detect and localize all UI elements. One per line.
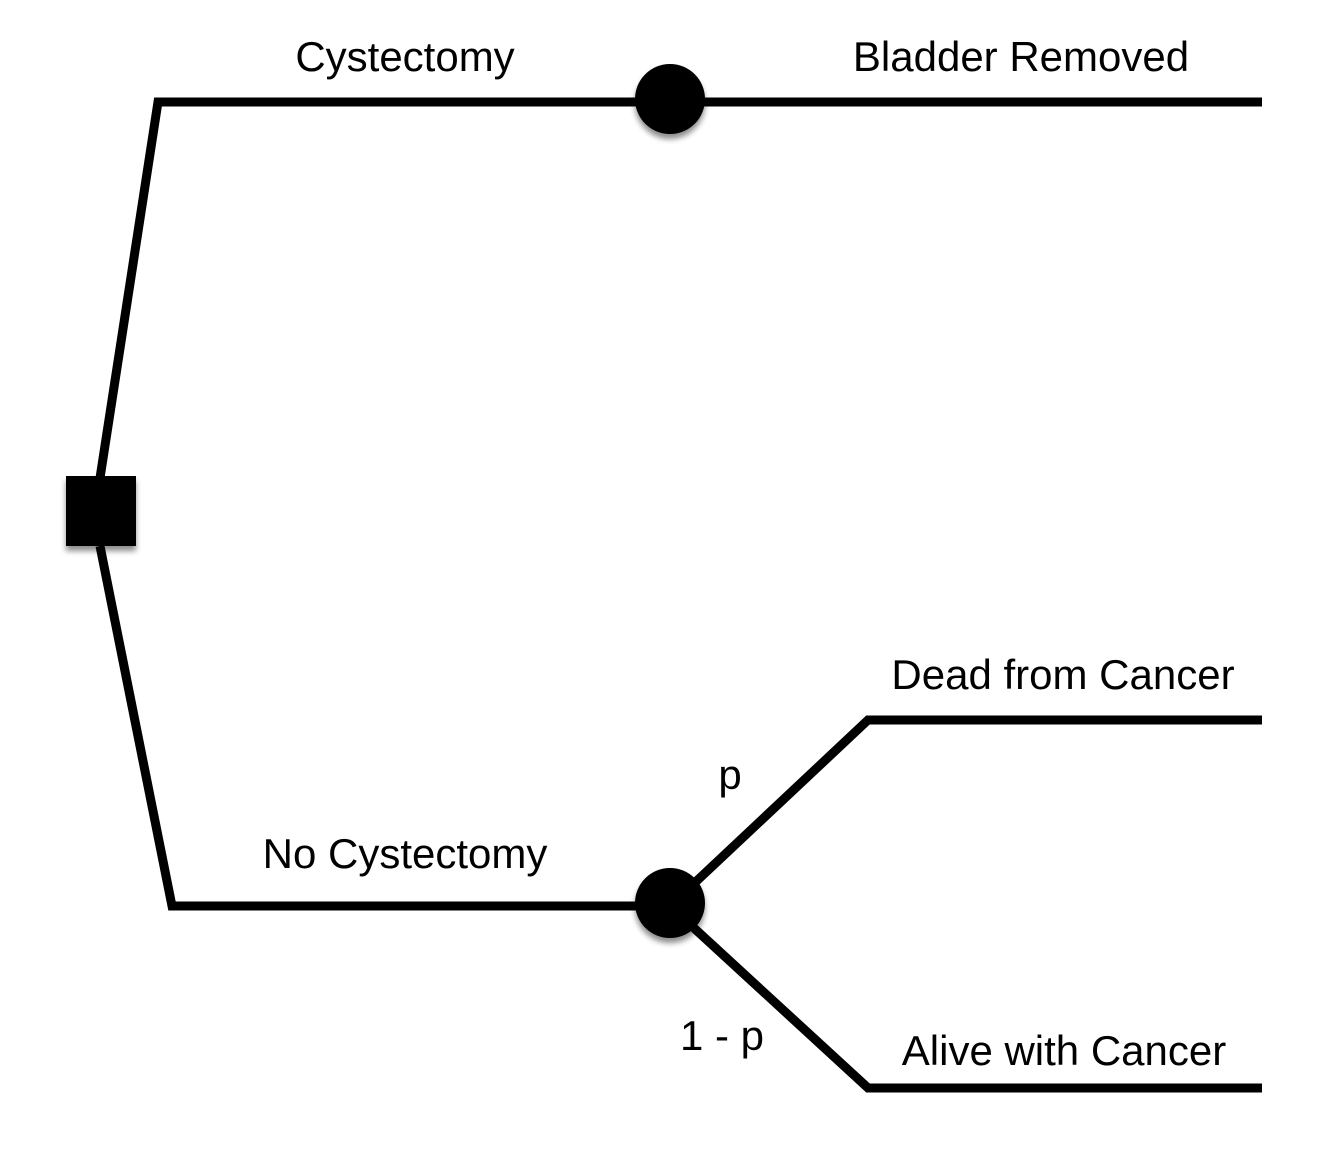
outcome-label-bladder-removed: Bladder Removed: [852, 33, 1190, 80]
outcome-label-dead-from-cancer: Dead from Cancer: [891, 651, 1235, 698]
outcome-label-alive-with-cancer: Alive with Cancer: [901, 1027, 1227, 1074]
probability-label-p: p: [718, 751, 742, 798]
edge-alive-with-cancer: [666, 902, 1262, 1093]
edge-cystectomy: [95, 97, 1262, 479]
probability-label-1-minus-p: 1 - p: [679, 1012, 765, 1059]
branch-label-no-cystectomy: No Cystectomy: [262, 830, 548, 877]
branch-label-cystectomy: Cystectomy: [295, 33, 515, 80]
chance-node-cystectomy: [635, 64, 705, 134]
edge-dead-from-cancer: [666, 715, 1262, 910]
edge-no-cystectomy: [95, 545, 670, 911]
chance-node-no-cystectomy: [635, 868, 705, 938]
decision-node: [66, 476, 136, 546]
